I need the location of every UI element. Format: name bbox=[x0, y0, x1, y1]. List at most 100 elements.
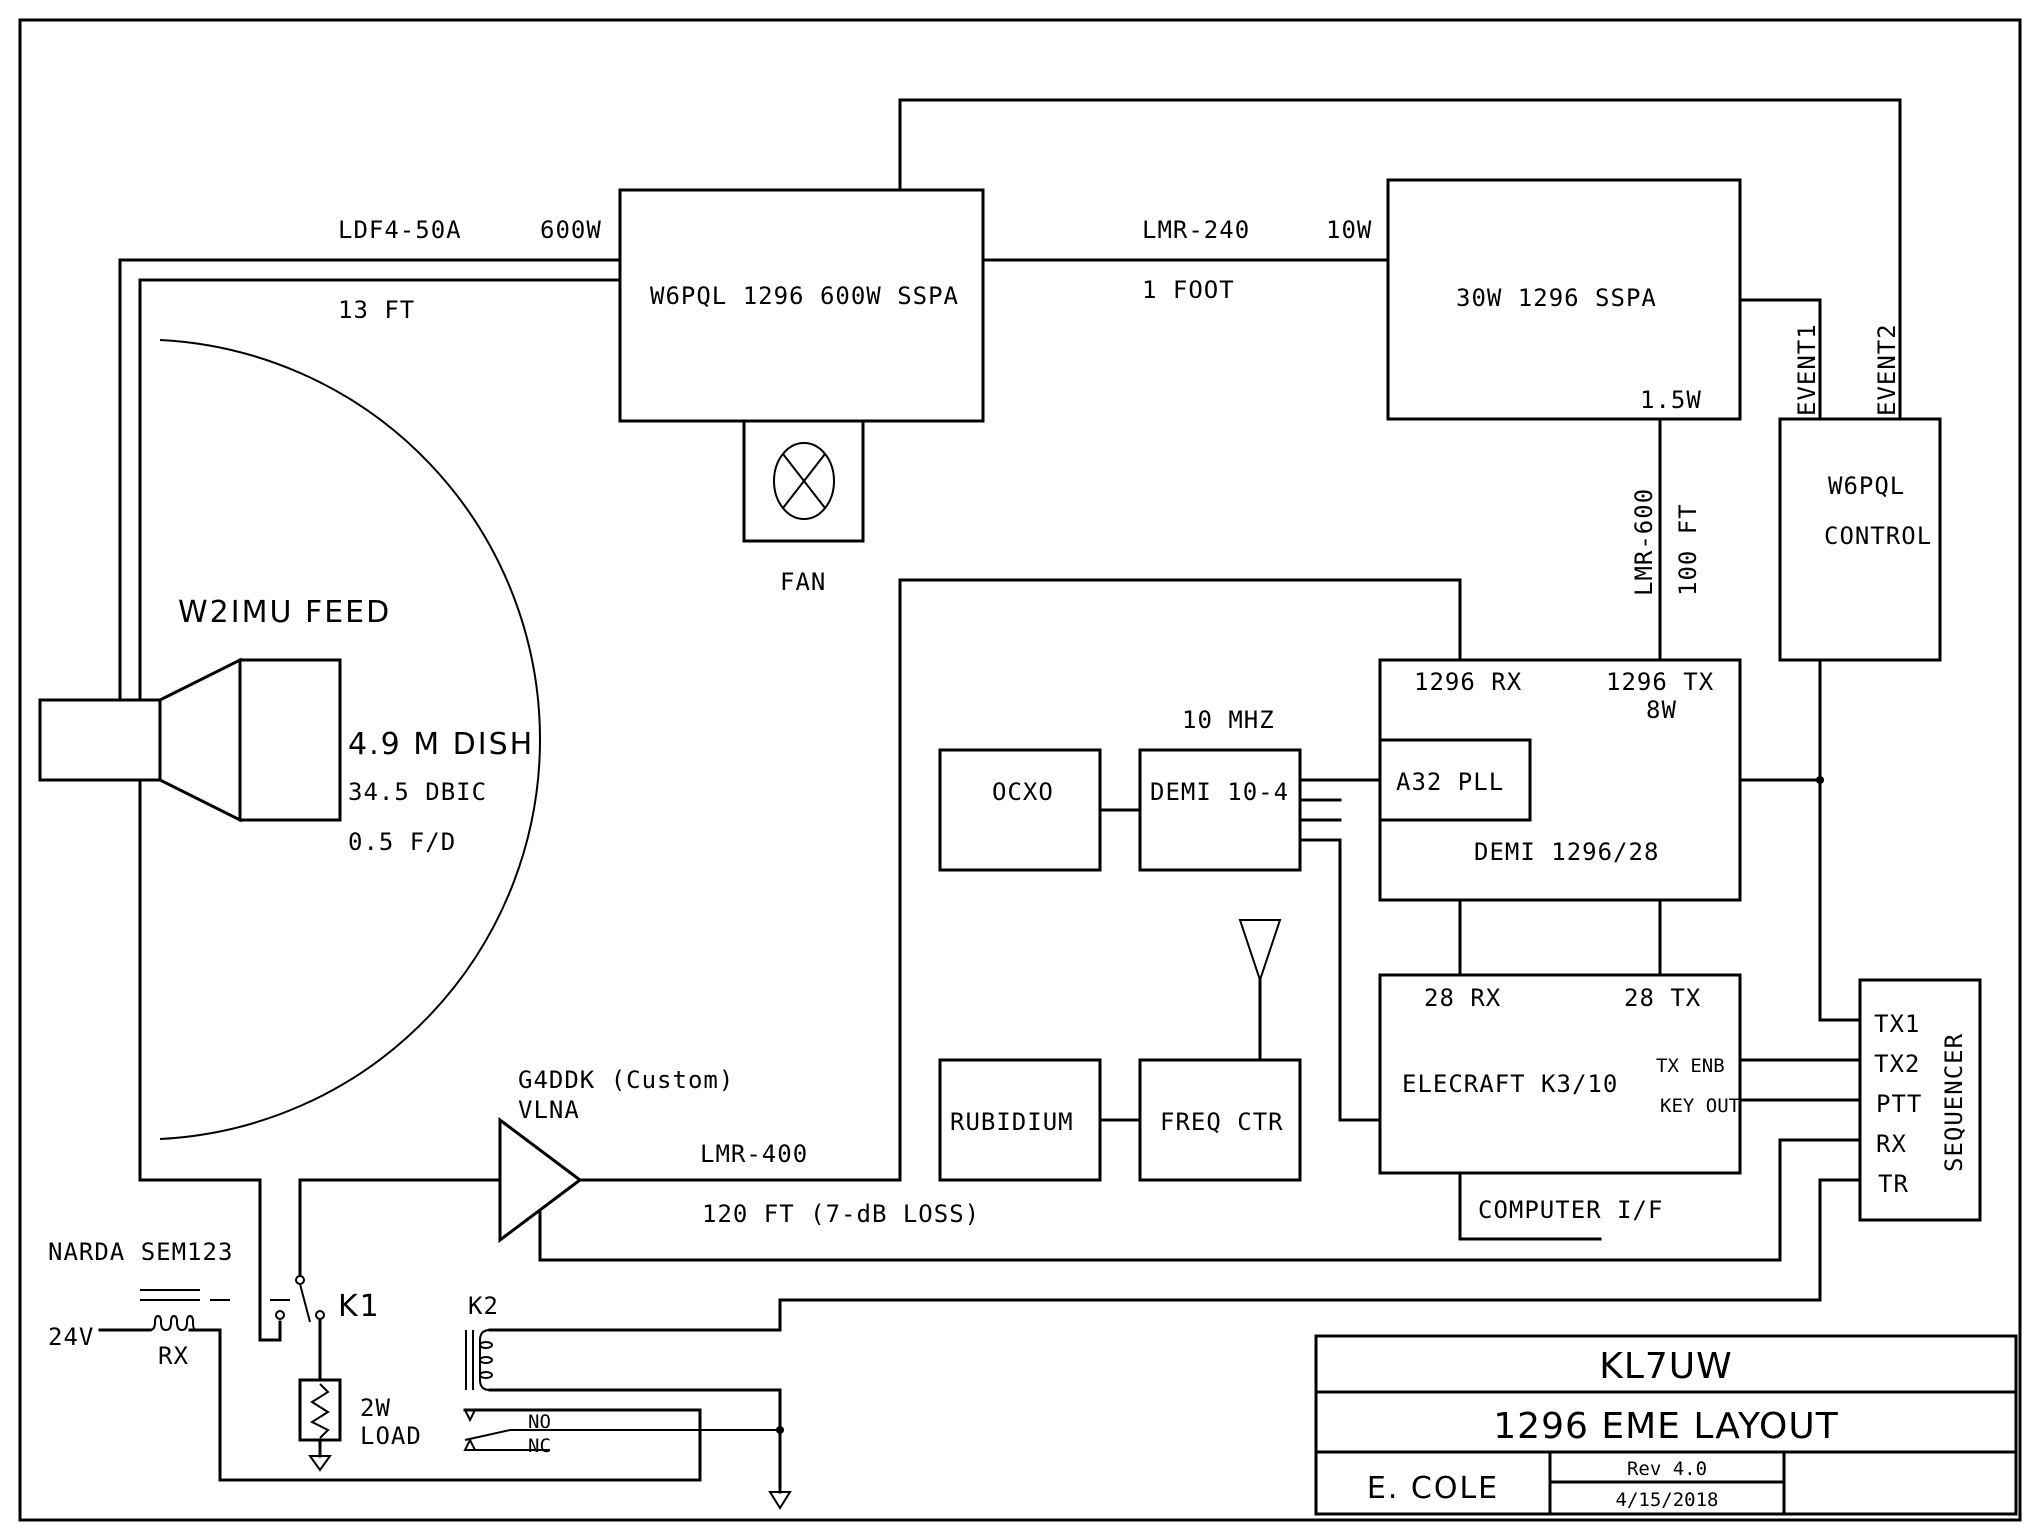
rubidium-block[interactable] bbox=[938, 1058, 1102, 1182]
author-label: E. COLE bbox=[1367, 1471, 1499, 1506]
dish-gain-label: 34.5 DBIC bbox=[348, 778, 487, 806]
k2-label: K2 bbox=[468, 1292, 499, 1320]
ground-icon bbox=[768, 1491, 792, 1510]
key-out-label: KEY OUT bbox=[1660, 1095, 1740, 1117]
junction-dot bbox=[776, 1426, 784, 1434]
k2-coil-icon bbox=[463, 1329, 493, 1451]
relay-coil-icon bbox=[140, 1289, 290, 1332]
transverter-rx-label: 1296 RX bbox=[1414, 668, 1522, 696]
ground-icon bbox=[308, 1455, 332, 1472]
dish-size-label: 4.9 M DISH bbox=[348, 727, 534, 762]
control-block[interactable] bbox=[1778, 417, 1942, 662]
antenna-icon bbox=[1238, 919, 1282, 984]
sequencer-pin-tr: TR bbox=[1878, 1170, 1909, 1198]
ocxo-block[interactable] bbox=[938, 748, 1102, 872]
feed-horn-icon bbox=[158, 657, 242, 823]
sequencer-pin-tx1: TX1 bbox=[1874, 1010, 1920, 1038]
demi-10-4-label: DEMI 10-4 bbox=[1150, 778, 1289, 806]
feed-waveguide-box bbox=[38, 698, 162, 782]
tx1-wire bbox=[1818, 658, 1862, 1022]
k2-coil-return bbox=[488, 1388, 782, 1472]
lna-name-label: G4DDK (Custom) bbox=[518, 1066, 734, 1094]
freq-ctr-label: FREQ CTR bbox=[1160, 1108, 1284, 1136]
event1-label: EVENT1 bbox=[1793, 323, 1821, 416]
ocxo-label: OCXO bbox=[992, 778, 1054, 806]
narda-label: NARDA SEM123 bbox=[48, 1238, 233, 1266]
transverter-power-label: 8W bbox=[1646, 696, 1677, 724]
feed-coax-type: LDF4-50A bbox=[338, 216, 462, 244]
sspa-600w-label: W6PQL 1296 600W SSPA bbox=[650, 282, 959, 310]
transverter-label: DEMI 1296/28 bbox=[1474, 838, 1659, 866]
demi-10-4-block[interactable] bbox=[1138, 748, 1302, 872]
computer-if-label: COMPUTER I/F bbox=[1478, 1196, 1663, 1224]
sspa-600w-block[interactable] bbox=[618, 188, 985, 423]
feed-coax-length: 13 FT bbox=[338, 296, 415, 324]
resistor-icon bbox=[309, 1383, 330, 1439]
title-block bbox=[1314, 1334, 2018, 1516]
feed-coax-power: 600W bbox=[540, 216, 602, 244]
driver-coax-length: 1 FOOT bbox=[1142, 276, 1235, 304]
tr-wire bbox=[488, 1178, 1862, 1332]
driver-coax-power: 10W bbox=[1326, 216, 1372, 244]
tx-coax-length: 100 FT bbox=[1674, 503, 1702, 596]
sequencer-pin-tx2: TX2 bbox=[1874, 1050, 1920, 1078]
k1-switch-icon[interactable] bbox=[275, 1275, 325, 1323]
a32-pll-block[interactable] bbox=[1378, 738, 1532, 822]
fan-icon bbox=[773, 442, 835, 520]
a32-pll-label: A32 PLL bbox=[1396, 768, 1504, 796]
date-label: 4/15/2018 bbox=[1616, 1489, 1719, 1511]
coil-label: RX bbox=[158, 1342, 189, 1370]
control-label-1: W6PQL bbox=[1828, 472, 1905, 500]
radio-rx-label: 28 RX bbox=[1424, 984, 1501, 1012]
sequencer-pin-ptt: PTT bbox=[1876, 1090, 1922, 1118]
tx-coax-type: LMR-600 bbox=[1630, 488, 1658, 596]
transverter-tx-label: 1296 TX bbox=[1606, 668, 1714, 696]
k2-arm bbox=[464, 1429, 511, 1441]
control-label-2: CONTROL bbox=[1824, 522, 1932, 550]
k2-no-label: NO bbox=[528, 1411, 551, 1433]
sspa-30w-input-label: 1.5W bbox=[1640, 386, 1702, 414]
event1-wire bbox=[1738, 298, 1822, 421]
sspa-30w-block[interactable] bbox=[1386, 178, 1742, 421]
rx-bias-wire bbox=[538, 1138, 1862, 1262]
dish-reflector-icon bbox=[159, 339, 541, 1140]
lmr400-wire bbox=[578, 578, 1462, 1182]
callsign-title: KL7UW bbox=[1599, 1346, 1733, 1387]
rubidium-label: RUBIDIUM bbox=[950, 1108, 1074, 1136]
sequencer-pin-rx: RX bbox=[1876, 1130, 1907, 1158]
lna-type-label: VLNA bbox=[518, 1096, 580, 1124]
k1-to-lna-wire bbox=[298, 1178, 502, 1277]
feed-coax-outer bbox=[118, 258, 622, 702]
drawing-title: 1296 EME LAYOUT bbox=[1493, 1406, 1838, 1447]
k2-nc-label: NC bbox=[528, 1435, 551, 1457]
rx-coax-length: 120 FT (7-dB LOSS) bbox=[702, 1200, 980, 1228]
computer-if-wire bbox=[1458, 1171, 1602, 1241]
dish-fd-label: 0.5 F/D bbox=[348, 828, 456, 856]
driver-coax-type: LMR-240 bbox=[1142, 216, 1250, 244]
supply-label: 24V bbox=[48, 1323, 94, 1351]
ref-freq-label: 10 MHZ bbox=[1182, 706, 1275, 734]
radio-block[interactable] bbox=[1378, 973, 1742, 1175]
feed-to-k1-wire bbox=[138, 778, 282, 1342]
rx-coax-type: LMR-400 bbox=[700, 1140, 808, 1168]
feed-horn-aperture bbox=[238, 658, 342, 822]
k1-label: K1 bbox=[338, 1289, 381, 1324]
drawing-border bbox=[18, 18, 2022, 1522]
sequencer-label: SEQUENCER bbox=[1940, 1033, 1968, 1172]
lna-amplifier-icon[interactable] bbox=[498, 1117, 583, 1243]
revision-label: Rev 4.0 bbox=[1627, 1458, 1707, 1480]
k2-no-wire bbox=[188, 1328, 702, 1482]
sequencer-block[interactable] bbox=[1858, 978, 1982, 1222]
radio-tx-label: 28 TX bbox=[1624, 984, 1701, 1012]
dummy-load-block[interactable] bbox=[298, 1378, 342, 1442]
event2-wire bbox=[898, 98, 1902, 421]
freq-ctr-block[interactable] bbox=[1138, 1058, 1302, 1182]
radio-label: ELECRAFT K3/10 bbox=[1402, 1070, 1618, 1098]
junction-dot bbox=[1816, 776, 1824, 784]
ref-to-radio-wire bbox=[1298, 838, 1382, 1122]
wires bbox=[98, 98, 1902, 1482]
sspa-30w-label: 30W 1296 SSPA bbox=[1456, 284, 1657, 312]
feed-coax-inner bbox=[138, 278, 622, 702]
fan-label: FAN bbox=[780, 568, 826, 596]
